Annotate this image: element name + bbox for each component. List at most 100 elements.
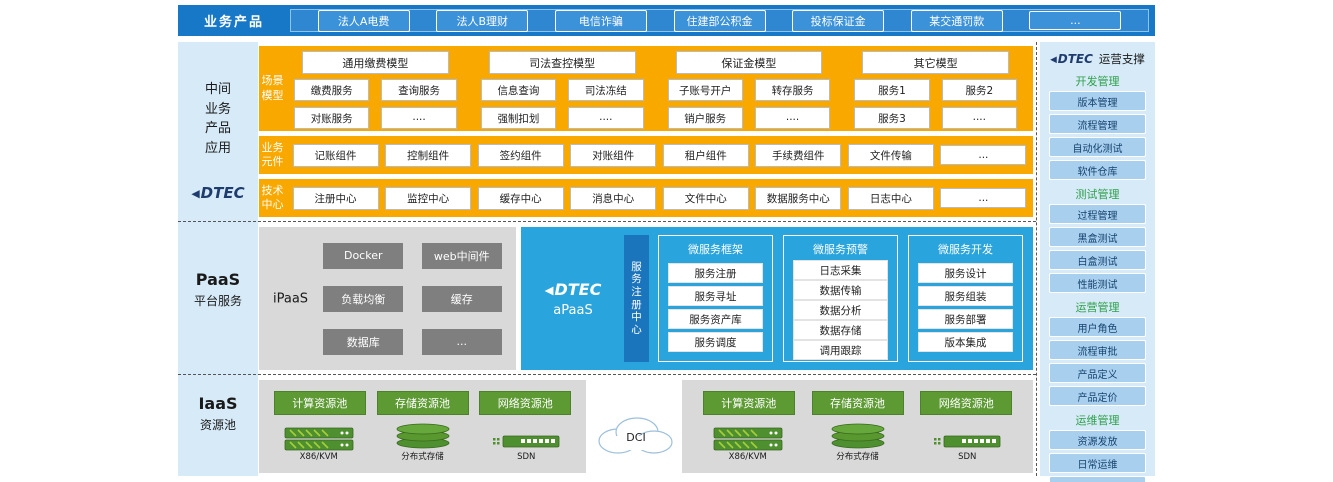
resource-pool-box: 存储资源池 [376, 391, 469, 416]
iaas-section-label: IaaS 资源池 [178, 394, 258, 433]
service-box: 销户服务 [667, 107, 743, 129]
dtec-logo-text: DTEC [200, 184, 245, 202]
ipaas-component-box: Docker [323, 242, 404, 269]
storage-hardware: 分布式存储 [375, 423, 471, 462]
tech-center-box: 缓存中心 [477, 186, 564, 210]
microservice-panel-items: 日志采集数据传输数据分析数据存储调用跟踪 [793, 260, 888, 360]
support-item-box: 产品定价 [1049, 386, 1146, 406]
product-list: 法人A电费法人B理财电信诈骗住建部公积金投标保证金某交通罚款... [290, 9, 1149, 32]
support-item-box: 白盒测试 [1049, 250, 1146, 270]
tech-band-label: 技术 中心 [261, 183, 284, 211]
component-box: 记账组件 [292, 143, 379, 167]
support-item-box: 资源发放 [1049, 430, 1146, 450]
microservice-panel: 微服务框架 服务注册服务寻址服务资产库服务调度 [658, 235, 773, 362]
support-panel-divider [1036, 42, 1037, 476]
model-group-items: 信息查询司法冻结强制扣划.... [475, 79, 650, 129]
support-group-items: 资源发放日常运维监控预警应急处理 [1049, 430, 1146, 482]
microservice-box: 数据传输 [793, 280, 888, 300]
model-group-title: 其它模型 [862, 51, 1009, 74]
hardware-label: 分布式存储 [401, 451, 444, 462]
tech-center-box: 文件中心 [662, 186, 749, 210]
resource-pool-box: 计算资源池 [702, 391, 795, 416]
network-hardware: SDN [919, 431, 1015, 462]
dtec-logo: ◀DTEC [178, 184, 258, 202]
ipaas-component-box: 负载均衡 [323, 285, 404, 312]
model-group-title: 通用缴费模型 [302, 51, 449, 74]
support-item-box: 用户角色 [1049, 317, 1146, 337]
hardware-row: X86/KVM 分布式存储 SDN [263, 423, 582, 462]
business-products-bar: 业务产品 法人A电费法人B理财电信诈骗住建部公积金投标保证金某交通罚款... [178, 5, 1155, 36]
support-item-box: 流程审批 [1049, 340, 1146, 360]
microservice-panels: 微服务框架 服务注册服务寻址服务资产库服务调度 微服务预警 日志采集数据传输数据… [658, 235, 1023, 362]
resource-pool-box: 存储资源池 [811, 391, 904, 416]
resource-pool-box: 计算资源池 [273, 391, 366, 416]
support-item-box: 产品定义 [1049, 363, 1146, 383]
microservice-box: 数据存储 [793, 320, 888, 340]
hardware-label: 分布式存储 [836, 451, 879, 462]
microservice-box: 服务寻址 [668, 286, 763, 306]
apaas-brand: ◀DTEC aPaaS [531, 235, 615, 362]
microservice-box: 服务组装 [918, 286, 1013, 306]
hardware-label: SDN [958, 451, 977, 462]
hardware-label: X86/KVM [728, 451, 767, 462]
microservice-box: 数据分析 [793, 300, 888, 320]
support-header: ◀DTEC 运营支撑 [1049, 51, 1146, 67]
model-group-title: 保证金模型 [675, 51, 823, 74]
network-switch-icon [934, 435, 1001, 448]
hardware-label: SDN [517, 451, 536, 462]
microservice-panel: 微服务预警 日志采集数据传输数据分析数据存储调用跟踪 [783, 235, 898, 362]
tech-center-box: 消息中心 [570, 186, 657, 210]
service-box: 信息查询 [480, 79, 557, 101]
tech-center-band: 技术 中心 注册中心监控中心缓存中心消息中心文件中心数据服务中心日志中心... [259, 179, 1033, 217]
product-box: ... [1029, 11, 1122, 30]
cloud-icon [598, 417, 673, 454]
service-box: 对账服务 [294, 107, 370, 129]
component-box: 对账组件 [570, 143, 657, 167]
tech-center-box: 注册中心 [292, 186, 379, 210]
dtec-triangle-icon: ◀ [544, 282, 554, 297]
tech-center-box: 日志中心 [847, 186, 934, 210]
service-box: .... [568, 107, 644, 129]
ipaas-component-box: web中间件 [421, 242, 502, 269]
service-box: .... [381, 107, 457, 129]
component-items: 记账组件控制组件签约组件对账组件租户组件手续费组件文件传输... [286, 136, 1033, 174]
iaas-cluster-2: 计算资源池存储资源池网络资源池 X86/KVM [682, 380, 1033, 473]
dtec-logo-text: DTEC [554, 279, 602, 299]
component-box: 手续费组件 [755, 143, 842, 167]
product-box: 法人A电费 [317, 9, 410, 32]
support-item-box: 过程管理 [1049, 204, 1146, 224]
microservice-box: 服务部署 [918, 309, 1013, 329]
dci-cloud: DCI [592, 410, 680, 460]
iaas-sublabel: 资源池 [199, 418, 236, 432]
microservice-box: 服务调度 [668, 332, 763, 352]
service-box: 查询服务 [381, 79, 457, 101]
service-box: .... [754, 107, 831, 129]
support-groups: 开发管理 版本管理流程管理自动化测试软件仓库 测试管理 过程管理黑盒测试白盒测试… [1049, 73, 1146, 482]
microservice-panel-items: 服务设计服务组装服务部署版本集成 [918, 260, 1013, 355]
apaas-panel: ◀DTEC aPaaS 服 务 注 册 中 心 微服务框架 服务注册服务寻址服务… [521, 227, 1033, 370]
storage-disks-icon [396, 423, 449, 449]
product-box: 电信诈骗 [554, 9, 647, 32]
support-group-items: 版本管理流程管理自动化测试软件仓库 [1049, 91, 1146, 180]
support-group-items: 过程管理黑盒测试白盒测试性能测试 [1049, 204, 1146, 293]
left-label-column: 中间 业务 产品 应用 ◀DTEC PaaS 平台服务 IaaS 资源池 [178, 42, 258, 476]
scene-model-band: 场景 模型 通用缴费模型 缴费服务查询服务对账服务.... 司法查控模型 信息查… [259, 46, 1033, 131]
storage-disks-icon [831, 423, 884, 449]
apaas-label: aPaaS [553, 302, 593, 318]
microservice-panel-title: 微服务框架 [688, 243, 743, 256]
service-box: 服务3 [854, 107, 930, 129]
network-switch-icon [493, 435, 560, 448]
paas-section-label: PaaS 平台服务 [178, 270, 258, 309]
component-box: 签约组件 [477, 143, 564, 167]
tech-center-items: 注册中心监控中心缓存中心消息中心文件中心数据服务中心日志中心... [286, 179, 1033, 217]
model-group: 司法查控模型 信息查询司法冻结强制扣划.... [475, 51, 650, 129]
dtec-logo-white: ◀DTEC [545, 280, 602, 299]
microservice-panel: 微服务开发 服务设计服务组装服务部署版本集成 [908, 235, 1023, 362]
compute-hardware: X86/KVM [700, 427, 796, 462]
hardware-label: X86/KVM [299, 451, 338, 462]
support-group: 测试管理 过程管理黑盒测试白盒测试性能测试 [1049, 186, 1146, 293]
storage-hardware: 分布式存储 [810, 423, 906, 462]
dtec-triangle-icon: ◀ [1050, 55, 1057, 65]
